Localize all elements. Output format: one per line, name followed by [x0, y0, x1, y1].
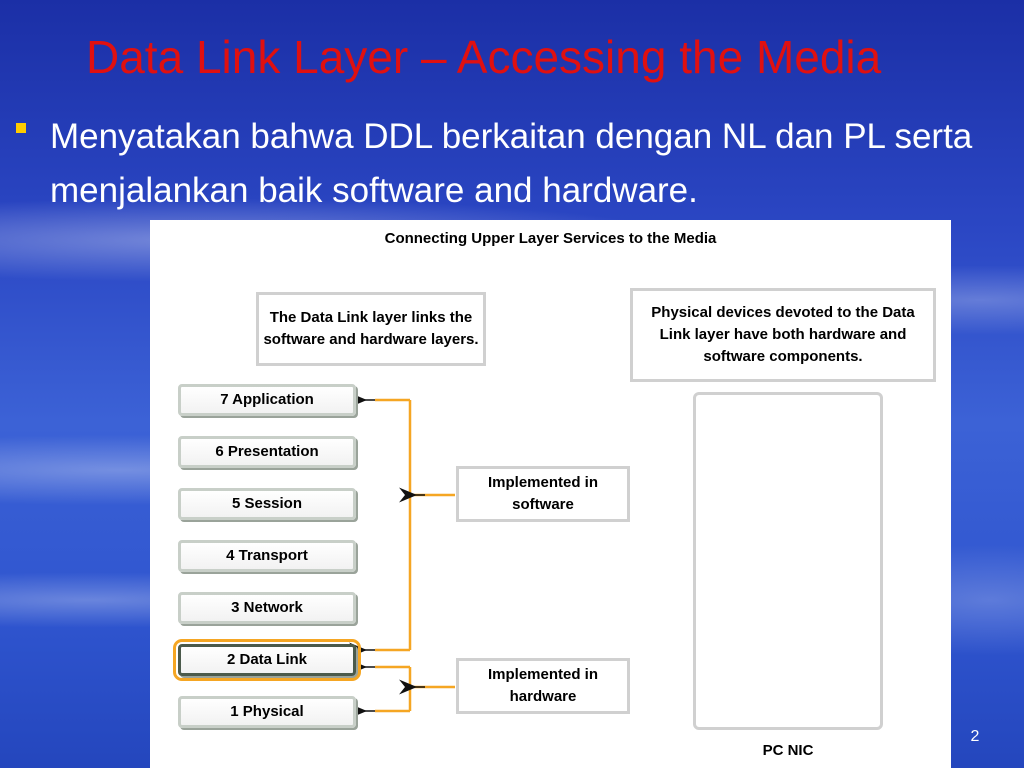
layer-physical: 1 Physical — [178, 696, 356, 728]
software-bracket — [375, 398, 455, 652]
layer-data-link: 2 Data Link — [173, 639, 361, 681]
callout-physical-devices: Physical devices devoted to the Data Lin… — [630, 288, 936, 382]
software-arrows — [349, 392, 425, 658]
hardware-arrows — [349, 659, 425, 719]
callout-implemented-hardware: Implemented in hardware — [456, 658, 630, 714]
layer-presentation: 6 Presentation — [178, 436, 356, 468]
bullet-text: Menyatakan bahwa DDL berkaitan dengan NL… — [50, 117, 973, 210]
layer-transport: 4 Transport — [178, 540, 356, 572]
layer-session: 5 Session — [178, 488, 356, 520]
figure-title: Connecting Upper Layer Services to the M… — [384, 230, 717, 247]
layer-application: 7 Application — [178, 384, 356, 416]
layer-network: 3 Network — [178, 592, 356, 624]
hardware-bracket — [375, 665, 455, 713]
osi-figure: Connecting Upper Layer Services to the M… — [150, 220, 951, 768]
nic-label: PC NIC — [762, 742, 814, 759]
slide-title: Data Link Layer – Accessing the Media — [86, 31, 882, 83]
callout-implemented-software: Implemented in software — [456, 466, 630, 522]
square-bullet-icon — [16, 123, 26, 133]
page-number: 2 — [970, 728, 980, 745]
callout-software-hardware-link: The Data Link layer links the software a… — [256, 292, 486, 366]
nic-image-frame — [693, 392, 883, 730]
